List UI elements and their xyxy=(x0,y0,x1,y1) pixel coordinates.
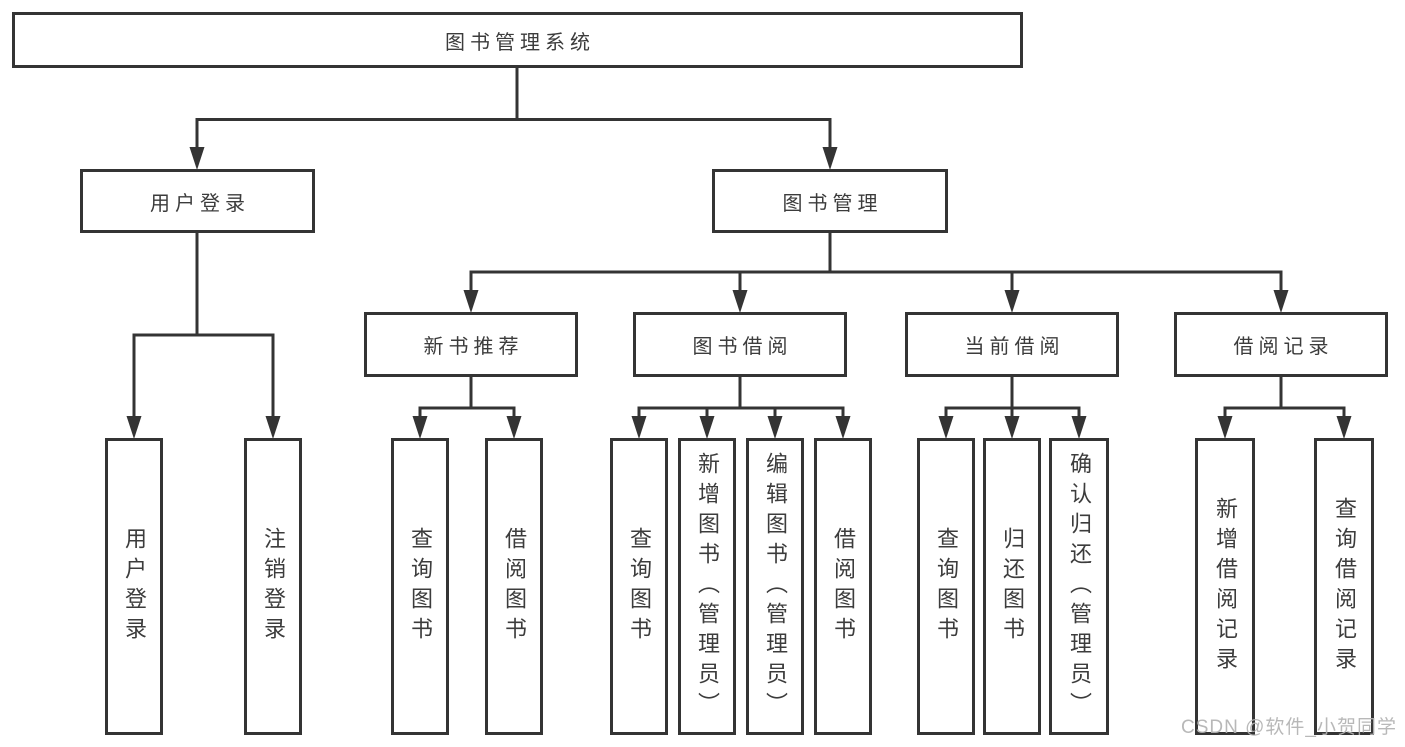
node-label: 图书借阅 xyxy=(692,336,793,358)
leaf-query-books-recommend: 查询图书 xyxy=(391,438,449,735)
node-user-login: 用户登录 xyxy=(80,169,315,233)
node-book-management: 图书管理 xyxy=(712,169,948,233)
node-label: 编辑图书（管理员） xyxy=(763,451,788,722)
node-new-book-recommend: 新书推荐 xyxy=(364,312,578,377)
node-label: 当前借阅 xyxy=(964,336,1065,358)
node-label: 图书管理系统 xyxy=(445,31,595,54)
node-label: 图书管理 xyxy=(782,192,883,215)
leaf-query-books-current: 查询图书 xyxy=(917,438,975,735)
node-label: 新书推荐 xyxy=(423,336,524,358)
node-borrowing-records: 借阅记录 xyxy=(1174,312,1388,377)
leaf-add-books-admin: 新增图书（管理员） xyxy=(678,438,736,735)
edge-user-login-to-leaves xyxy=(132,233,275,420)
node-label: 归还图书 xyxy=(1000,526,1025,647)
leaf-user-login: 用户登录 xyxy=(105,438,163,735)
leaf-edit-books-admin: 编辑图书（管理员） xyxy=(746,438,804,735)
edge-root-to-level2 xyxy=(195,67,832,152)
node-label: 确认归还（管理员） xyxy=(1067,451,1092,722)
node-label: 新增图书（管理员） xyxy=(695,451,720,722)
leaf-borrow-books-borrowing: 借阅图书 xyxy=(814,438,872,735)
edge-book-mgmt-to-level3 xyxy=(469,233,1283,294)
node-label: 用户登录 xyxy=(150,192,250,215)
node-label: 查询借阅记录 xyxy=(1332,496,1357,677)
node-label: 借阅图书 xyxy=(831,526,856,647)
node-label: 查询图书 xyxy=(934,526,959,647)
edge-current-borrow-to-leaves xyxy=(944,377,1081,420)
leaf-add-borrow-record: 新增借阅记录 xyxy=(1195,438,1255,735)
edge-new-book-rec-to-leaves xyxy=(418,377,516,420)
leaf-logout: 注销登录 xyxy=(244,438,302,735)
arrowheads xyxy=(126,147,1352,439)
leaf-query-borrow-record: 查询借阅记录 xyxy=(1314,438,1374,735)
leaf-query-books-borrowing: 查询图书 xyxy=(610,438,668,735)
csdn-watermark: CSDN @软件_小贺同学 xyxy=(1181,717,1397,738)
node-label: 注销登录 xyxy=(261,526,286,647)
node-label: 查询图书 xyxy=(408,526,433,647)
node-label: 新增借阅记录 xyxy=(1213,496,1238,677)
edge-borrow-record-to-leaves xyxy=(1223,377,1346,420)
node-label: 借阅记录 xyxy=(1233,336,1334,358)
leaf-return-books: 归还图书 xyxy=(983,438,1041,735)
node-label: 用户登录 xyxy=(122,526,147,647)
node-label: 查询图书 xyxy=(627,526,652,647)
edge-book-borrow-to-leaves xyxy=(637,377,845,420)
node-book-borrowing: 图书借阅 xyxy=(633,312,847,377)
node-current-borrowing: 当前借阅 xyxy=(905,312,1119,377)
leaf-confirm-return-admin: 确认归还（管理员） xyxy=(1049,438,1109,735)
node-library-system: 图书管理系统 xyxy=(12,12,1023,68)
leaf-borrow-books-recommend: 借阅图书 xyxy=(485,438,543,735)
node-label: 借阅图书 xyxy=(502,526,527,647)
